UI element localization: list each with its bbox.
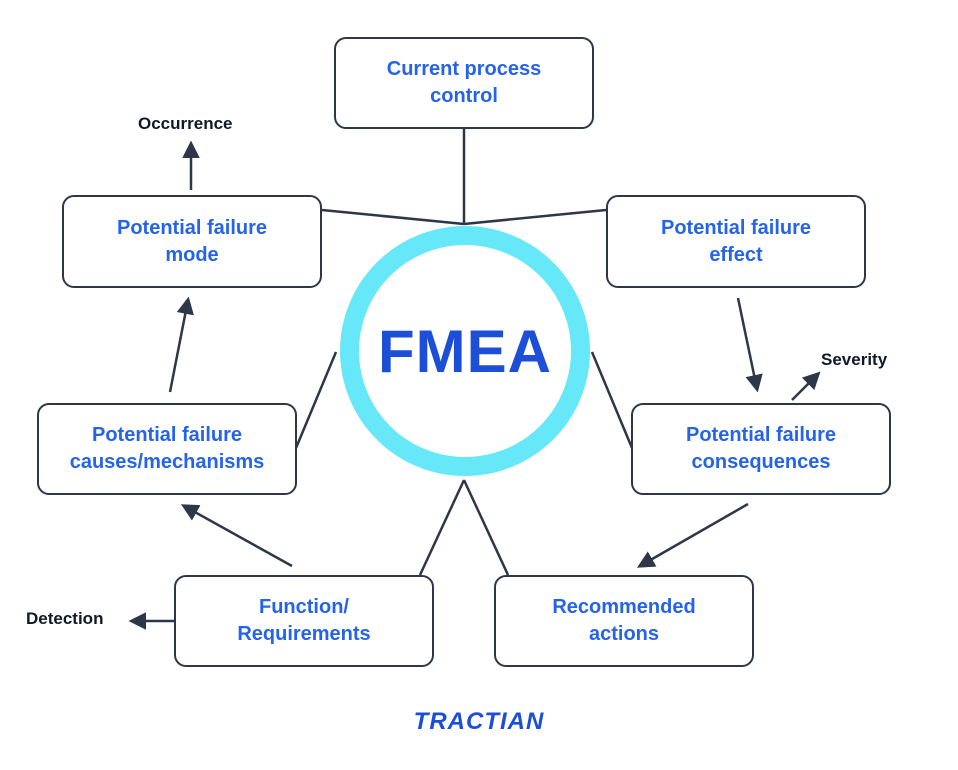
box-label: Current process control (386, 58, 542, 107)
box-label: Potential failure effect (660, 216, 812, 266)
connector-failure-consequences (590, 351, 634, 449)
fmea-center-circle: FMEA (340, 226, 590, 476)
box-potential-failure-mode: Potential failure mode (62, 195, 322, 288)
arrow-causes-to-mode (168, 296, 194, 393)
box-label: Recommended actions (552, 596, 696, 645)
box-potential-failure-effect: Potential failure effect (606, 195, 866, 288)
connector-function-requirements (418, 479, 466, 576)
box-label: Potential failure mode (116, 216, 268, 266)
connector-recommended-actions (462, 479, 510, 576)
tractian-logo: TRACTIAN (0, 708, 958, 736)
logo-text: TRACTIAN (413, 708, 545, 735)
occurrence-label: Occurrence (138, 114, 233, 133)
box-label: Potential failure consequences (685, 424, 837, 473)
severity-label: Severity (821, 350, 888, 369)
box-label: Function/ Requirements (237, 596, 371, 645)
box-recommended-actions: Recommended actions (494, 575, 754, 667)
box-potential-failure-causes: Potential failure causes/mechanisms (37, 403, 297, 495)
box-label: Potential failure causes/mechanisms (69, 424, 265, 473)
center-label: FMEA (378, 317, 552, 385)
arrow-consequences-to-actions (636, 502, 749, 568)
arrow-function-to-causes (180, 504, 293, 568)
box-function-requirements: Function/ Requirements (174, 575, 434, 667)
arrow-consequences-to-severity (791, 371, 821, 401)
arrow-effect-to-consequences (736, 297, 763, 393)
box-potential-failure-consequences: Potential failure consequences (631, 403, 891, 495)
box-current-process-control: Current process control (334, 37, 594, 129)
connector-failure-effect (463, 208, 607, 226)
connector-failure-causes (294, 351, 338, 449)
connector-failure-mode (321, 208, 465, 226)
detection-label: Detection (26, 609, 104, 628)
